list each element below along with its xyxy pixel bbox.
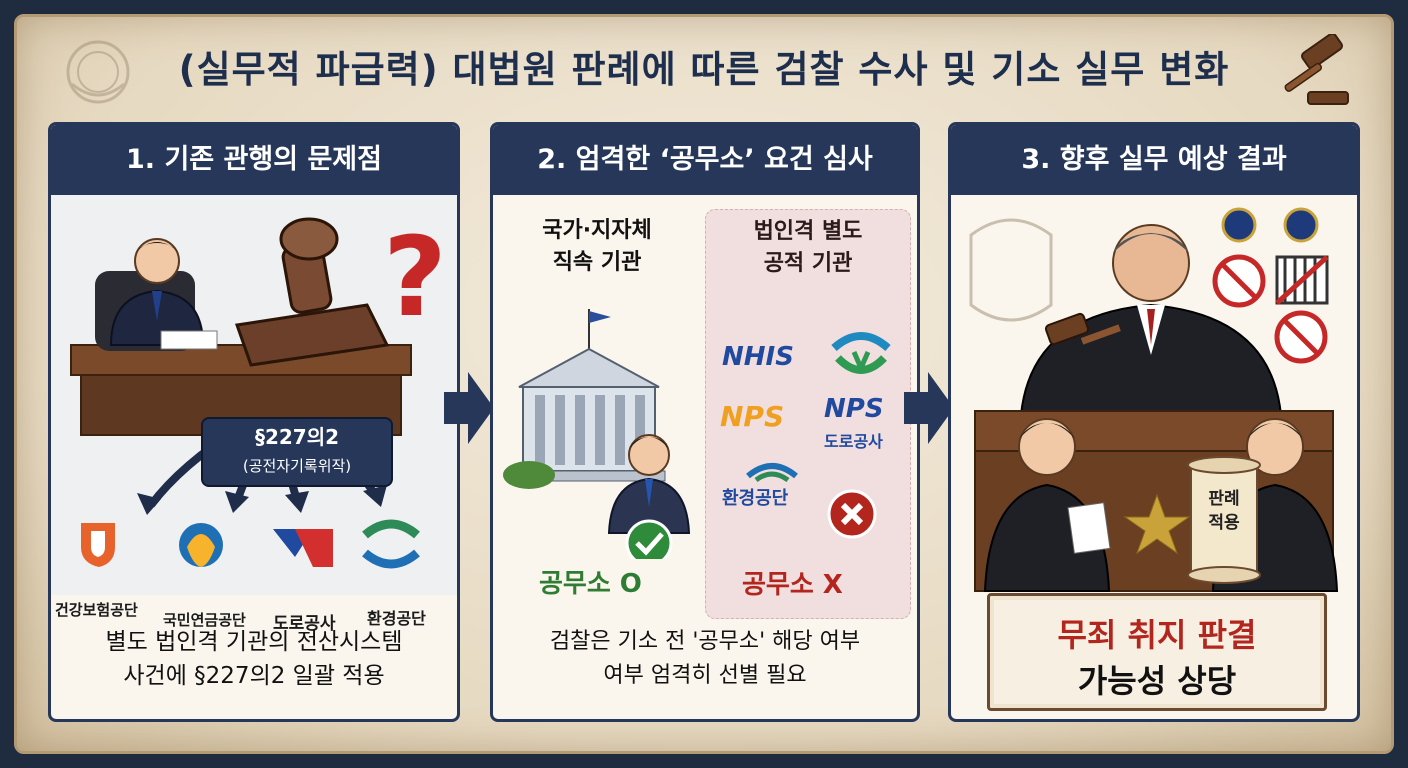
flow-arrow-icon: [444, 372, 494, 444]
flow-arrow-icon: [904, 372, 954, 444]
courtroom-scene: [969, 207, 1339, 592]
scroll-line: 판례: [1208, 489, 1240, 509]
separate-entity-column: 법인격 별도 공적 기관 NHIS NPS NPS 도로공사 환경공단 공무소 …: [705, 209, 911, 619]
column-title: 국가·지자체 직속 기관: [499, 215, 695, 279]
org-label-expressway: 도로공사: [273, 614, 336, 634]
panel-header: 2. 엄격한 ‘공무소’ 요건 심사: [493, 125, 917, 195]
panel-strict-review: 2. 엄격한 ‘공무소’ 요건 심사 국가·지자체 직속 기관: [490, 122, 920, 722]
scroll-line: 적용: [1208, 513, 1240, 533]
caption-line: 별도 법인격 기관의 전산시스템: [105, 629, 403, 655]
logo-environment-text: 환경공단: [722, 488, 789, 509]
law-article-name: (공전자기록위작): [242, 457, 352, 475]
panel-existing-practice: 1. 기존 관행의 문제점 ?: [48, 122, 460, 722]
direct-agency-column: 국가·지자체 직속 기관 공무소 O: [499, 209, 695, 619]
panel-header: 3. 향후 실무 예상 결과: [951, 125, 1357, 195]
result-likelihood: 가능성 상당: [1077, 662, 1237, 700]
caption-line: 검찰은 기소 전 '공무소' 해당 여부: [549, 629, 861, 654]
page-title: (실무적 파급력) 대법원 판례에 따른 검찰 수사 및 기소 실무 변화: [178, 48, 1230, 91]
org-label-nps: 국민연금공단: [163, 611, 246, 629]
court-seal-icon: [66, 40, 130, 104]
column-title-line: 법인격 별도: [753, 219, 863, 244]
org-label-environment: 환경공단: [367, 609, 426, 628]
column-title-line: 국가·지자체: [542, 218, 652, 243]
logo-nps: NPS: [720, 400, 785, 433]
panel2-caption: 검찰은 기소 전 '공무소' 해당 여부 여부 엄격히 선별 필요: [493, 625, 917, 693]
panel-expected-outcome: 3. 향후 실무 예상 결과: [948, 122, 1360, 722]
column-title-line: 공적 기관: [763, 251, 853, 276]
nps-symbol-icon: [831, 332, 891, 375]
prosecutor-stamp-scene: ?: [51, 195, 457, 595]
logo-nhis: NHIS: [722, 342, 794, 372]
column-title-line: 직속 기관: [552, 250, 642, 275]
law-article-number: §227의2: [254, 425, 340, 449]
panel1-caption: 별도 법인격 기관의 전산시스템 사건에 §227의2 일괄 적용: [51, 625, 457, 693]
column-title: 법인격 별도 공적 기관: [706, 216, 910, 280]
logo-nps-secondary: NPS: [824, 394, 884, 424]
caption-line: 여부 엄격히 선별 필요: [603, 663, 807, 688]
caption-line: 사건에 §227의2 일괄 적용: [123, 663, 385, 689]
verdict-public-office-no: 공무소 X: [742, 570, 843, 600]
x-mark-icon: [827, 489, 877, 539]
gavel-icon: [1284, 34, 1349, 105]
logo-expressway-text: 도로공사: [824, 432, 883, 451]
result-box: 무죄 취지 판결 가능성 상당: [987, 593, 1327, 711]
panel-header: 1. 기존 관행의 문제점: [51, 125, 457, 195]
org-label-nhis: 건강보험공단: [55, 601, 138, 619]
verdict-public-office-yes: 공무소 O: [539, 569, 642, 599]
government-building-icon: [503, 309, 691, 559]
svg-text:?: ?: [383, 213, 447, 341]
environment-symbol-icon: [746, 463, 798, 483]
precedent-scroll-text: 판례 적용: [1191, 487, 1257, 535]
law-article-tag: §227의2 (공전자기록위작): [201, 417, 393, 487]
result-acquittal: 무죄 취지 판결: [1057, 616, 1257, 654]
